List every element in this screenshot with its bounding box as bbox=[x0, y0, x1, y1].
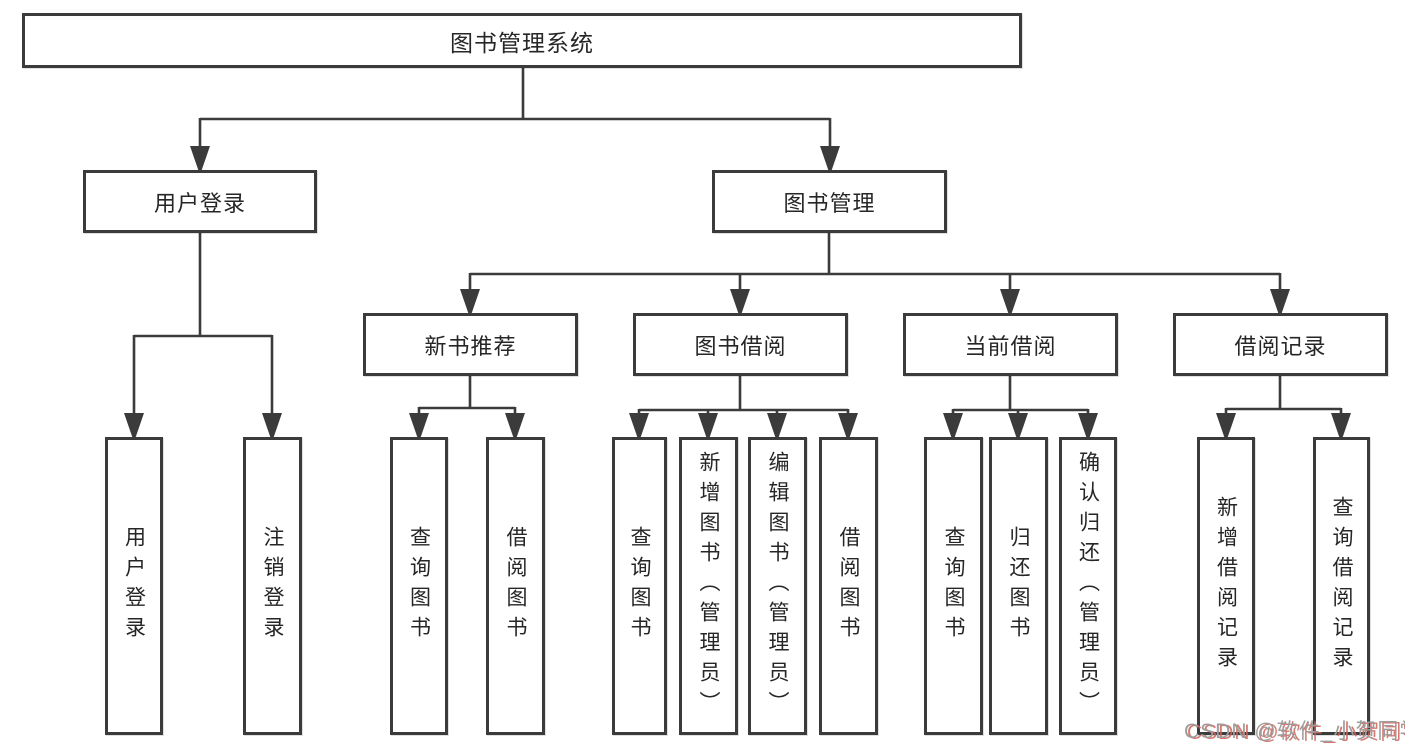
node-book-borrowing: 图书借阅 bbox=[633, 313, 848, 376]
node-new-book-recommendation: 新书推荐 bbox=[363, 313, 578, 376]
node-label: 新增图书（管理员） bbox=[697, 451, 721, 721]
node-label: 借阅图书 bbox=[837, 526, 861, 646]
node-label: 查询图书 bbox=[942, 526, 966, 646]
node-borrowing-records: 借阅记录 bbox=[1173, 313, 1388, 376]
node-label: 确认归还（管理员） bbox=[1076, 451, 1100, 721]
leaf-borrow-books: 借阅图书 bbox=[819, 437, 878, 735]
node-label: 借阅记录 bbox=[1234, 333, 1327, 359]
node-label: 图书管理系统 bbox=[450, 29, 594, 56]
leaf-add-borrowing-record: 新增借阅记录 bbox=[1197, 437, 1255, 735]
node-label: 图书借阅 bbox=[694, 333, 787, 359]
leaf-confirm-return-admin: 确认归还（管理员） bbox=[1059, 437, 1117, 735]
node-label: 图书管理 bbox=[783, 190, 876, 216]
leaf-query-books-borrowing: 查询图书 bbox=[612, 437, 667, 735]
node-label: 查询图书 bbox=[407, 526, 431, 646]
node-label: 注销登录 bbox=[261, 526, 285, 646]
leaf-borrow-books-recommend: 借阅图书 bbox=[486, 437, 545, 735]
node-book-management-branch: 图书管理 bbox=[712, 170, 947, 233]
node-label: 当前借阅 bbox=[964, 333, 1057, 359]
node-label: 查询图书 bbox=[628, 526, 652, 646]
node-label: 编辑图书（管理员） bbox=[766, 451, 790, 721]
leaf-query-books-current: 查询图书 bbox=[924, 437, 983, 735]
leaf-edit-books-admin: 编辑图书（管理员） bbox=[748, 437, 807, 735]
leaf-user-login: 用户登录 bbox=[105, 437, 163, 735]
leaf-return-books: 归还图书 bbox=[989, 437, 1048, 735]
connector-strokes bbox=[132, 68, 1343, 414]
node-label: 用户登录 bbox=[153, 190, 246, 216]
leaf-query-borrowing-record: 查询借阅记录 bbox=[1313, 437, 1370, 735]
watermark-text: CSDN @软件_小贺同学 bbox=[1184, 720, 1405, 743]
leaf-query-books-recommend: 查询图书 bbox=[390, 437, 448, 735]
node-label: 借阅图书 bbox=[504, 526, 528, 646]
connector-arrowheads bbox=[124, 146, 1351, 442]
node-label: 用户登录 bbox=[122, 526, 146, 646]
leaf-logout: 注销登录 bbox=[243, 437, 302, 735]
node-label: 查询借阅记录 bbox=[1330, 496, 1354, 676]
node-label: 新增借阅记录 bbox=[1214, 496, 1238, 676]
node-current-borrowing: 当前借阅 bbox=[903, 313, 1118, 376]
watermark: CSDN @软件_小贺同学 bbox=[1184, 715, 1405, 745]
node-label: 新书推荐 bbox=[424, 333, 517, 359]
node-label: 归还图书 bbox=[1007, 526, 1031, 646]
node-user-login-branch: 用户登录 bbox=[83, 170, 317, 233]
node-root-library-system: 图书管理系统 bbox=[22, 13, 1022, 68]
leaf-add-books-admin: 新增图书（管理员） bbox=[679, 437, 738, 735]
